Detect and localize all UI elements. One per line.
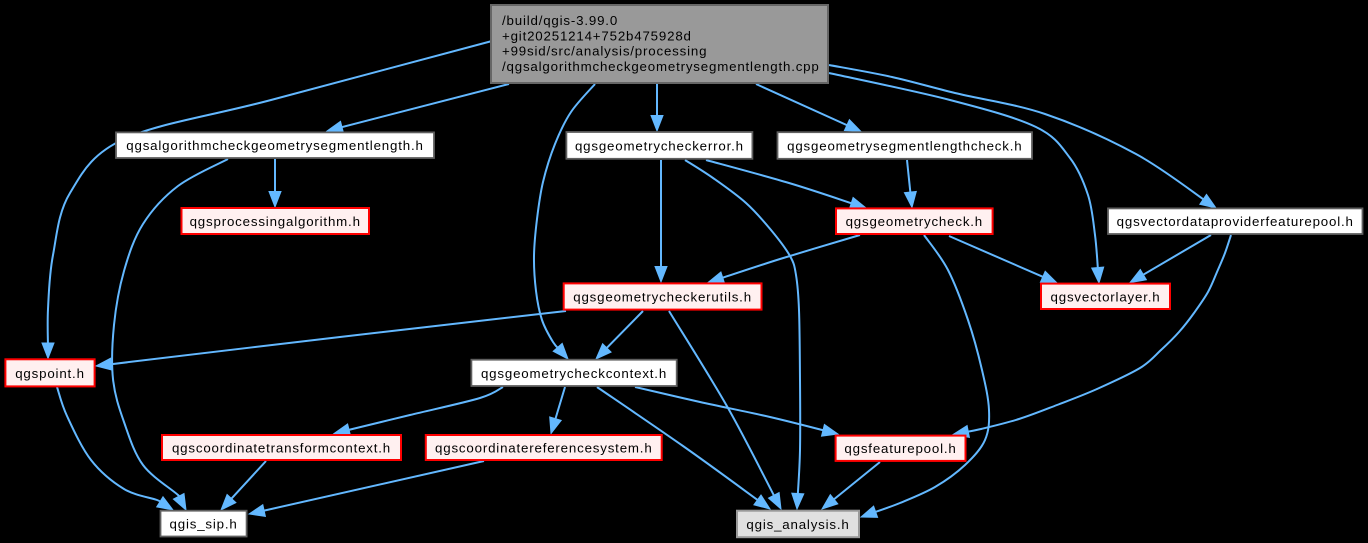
svg-text:qgsalgorithmcheckgeometrysegme: qgsalgorithmcheckgeometrysegmentlength.h: [126, 138, 423, 153]
svg-text:qgsvectordataproviderfeaturepo: qgsvectordataproviderfeaturepool.h: [1117, 214, 1354, 229]
svg-text:qgis_analysis.h: qgis_analysis.h: [746, 517, 849, 532]
svg-text:qgsfeaturepool.h: qgsfeaturepool.h: [844, 441, 956, 456]
svg-text:qgsgeometrycheckerutils.h: qgsgeometrycheckerutils.h: [573, 290, 752, 305]
svg-text:qgis_sip.h: qgis_sip.h: [170, 517, 238, 532]
svg-text:+99sid/src/analysis/processing: +99sid/src/analysis/processing: [502, 44, 707, 59]
svg-text:qgsprocessingalgorithm.h: qgsprocessingalgorithm.h: [190, 214, 361, 229]
svg-text:qgsgeometrycheck.h: qgsgeometrycheck.h: [846, 214, 983, 229]
svg-text:qgsgeometrycheckcontext.h: qgsgeometrycheckcontext.h: [481, 366, 667, 381]
svg-text:/build/qgis-3.99.0: /build/qgis-3.99.0: [502, 13, 618, 28]
svg-text:qgsgeometrycheckerror.h: qgsgeometrycheckerror.h: [575, 138, 744, 153]
svg-text:qgsvectorlayer.h: qgsvectorlayer.h: [1051, 289, 1161, 304]
svg-text:/qgsalgorithmcheckgeometrysegm: /qgsalgorithmcheckgeometrysegmentlength.…: [502, 59, 820, 74]
svg-text:qgscoordinatereferencesystem.h: qgscoordinatereferencesystem.h: [435, 441, 653, 456]
svg-text:+git20251214+752b475928d: +git20251214+752b475928d: [502, 28, 692, 43]
svg-text:qgsgeometrysegmentlengthcheck.: qgsgeometrysegmentlengthcheck.h: [787, 139, 1022, 154]
svg-text:qgspoint.h: qgspoint.h: [15, 366, 85, 381]
svg-text:qgscoordinatetransformcontext.: qgscoordinatetransformcontext.h: [172, 441, 391, 456]
